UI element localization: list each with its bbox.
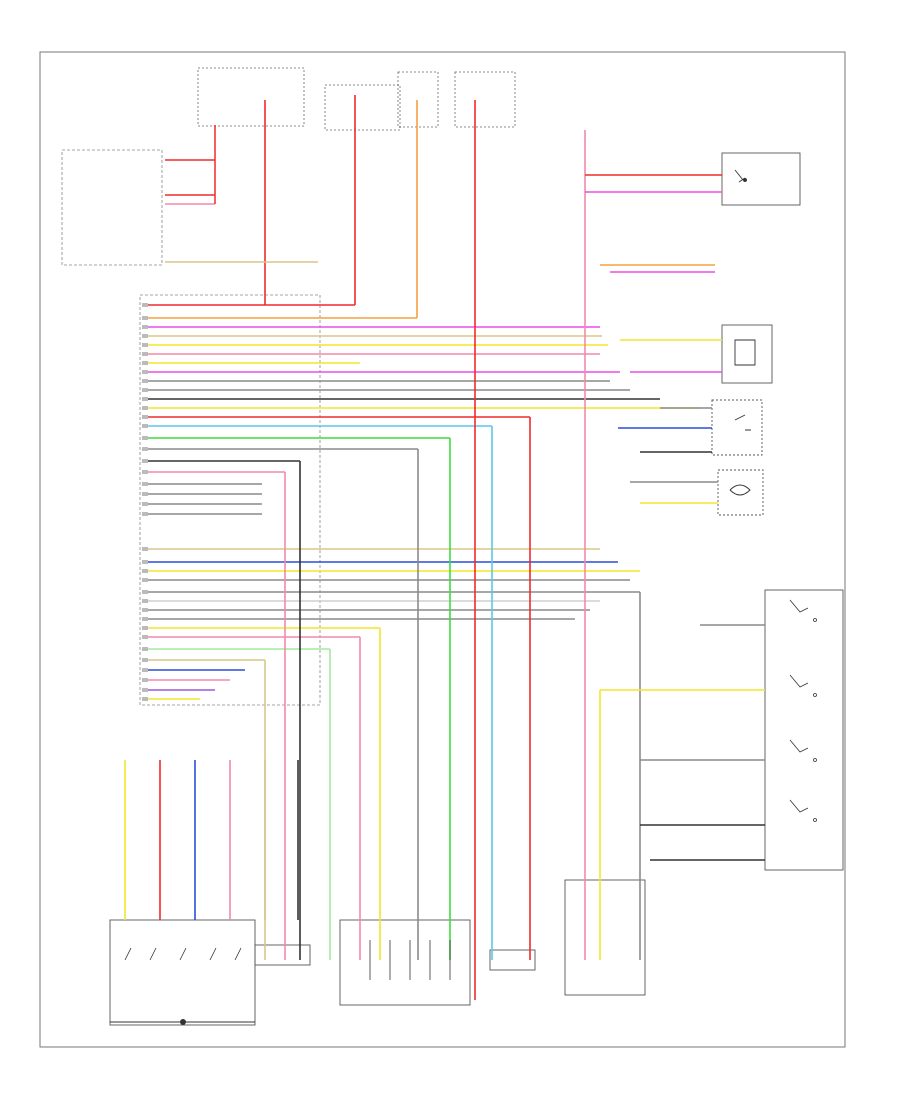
solenoid-pack: [109, 919, 256, 1026]
fuse-block-group: [197, 67, 516, 131]
pcm-wire-24-pin: [142, 560, 148, 564]
bottom-components: [109, 879, 646, 1026]
pcm-wire-15-pin: [142, 436, 148, 440]
pcm-wire-26-pin: [142, 578, 148, 582]
pcm-wire-4-pin: [142, 334, 148, 338]
pcm-wire-6-pin: [142, 352, 148, 356]
pcm-wire-33-pin: [142, 647, 148, 651]
pcm-wire-5-pin: [142, 343, 148, 347]
pcm-wire-28-pin: [142, 599, 148, 603]
pcm-wire-36-pin: [142, 678, 148, 682]
relay-switch-symbol: [729, 169, 756, 496]
pcm-wire-2-pin: [142, 316, 148, 320]
pressure-switch-box: [254, 944, 311, 966]
pcm-wire-22-pin: [142, 512, 148, 516]
connector-box-bottom: [564, 879, 646, 996]
instrument-cluster-box: [61, 149, 163, 266]
solenoid-coils: [124, 940, 451, 980]
pcm-wire-30-pin: [142, 617, 148, 621]
pcm-wire-9-pin: [142, 379, 148, 383]
pcm-wire-23-pin: [142, 547, 148, 551]
switch-box-1: [711, 399, 763, 456]
pin-layer: [142, 303, 148, 701]
pcm-wire-1-pin: [142, 303, 148, 307]
speed-sensor-box: [489, 949, 536, 971]
pcm-wire-35-pin: [142, 668, 148, 672]
pcm-wire-10-pin: [142, 388, 148, 392]
relay-box: [721, 152, 801, 206]
pcm-wire-13-pin: [142, 415, 148, 419]
pcm-wire-21-pin: [142, 502, 148, 506]
pcm-wire-25-pin: [142, 569, 148, 573]
selector-contacts: [789, 599, 817, 822]
pcm-connector-box: [139, 294, 321, 706]
pcm-wire-14-pin: [142, 424, 148, 428]
pcm-wire-27-pin: [142, 590, 148, 594]
tcc-box: [339, 919, 471, 1006]
pcm-wire-34-pin: [142, 658, 148, 662]
sensor-box-1: [721, 324, 773, 384]
pcm-wire-29-pin: [142, 608, 148, 612]
pcm-wire-20-pin: [142, 492, 148, 496]
pcm-wire-31-pin: [142, 626, 148, 630]
diagram-frame: [39, 51, 846, 1048]
wire-layer: [124, 95, 700, 1000]
pcm-wire-11-pin: [142, 397, 148, 401]
pcm-wire-19-pin: [142, 482, 148, 486]
pcm-wire-38-pin: [142, 697, 148, 701]
pcm-wire-16-pin: [142, 447, 148, 451]
ground-symbol: [110, 1019, 255, 1025]
pcm-wire-18-pin: [142, 470, 148, 474]
pcm-wire-7-pin: [142, 361, 148, 365]
right-components: [711, 152, 844, 871]
selector-switch-box: [764, 589, 844, 871]
relay-feeds: [585, 174, 765, 861]
cluster-wires: [165, 125, 318, 263]
pcm-wire-37-pin: [142, 688, 148, 692]
pcm-wire-3-pin: [142, 325, 148, 329]
pcm-wire-17-pin: [142, 459, 148, 463]
sensor-box-2: [717, 469, 764, 516]
pcm-wire-32-pin: [142, 635, 148, 639]
pcm-wire-8-pin: [142, 370, 148, 374]
pcm-wire-12-pin: [142, 406, 148, 410]
